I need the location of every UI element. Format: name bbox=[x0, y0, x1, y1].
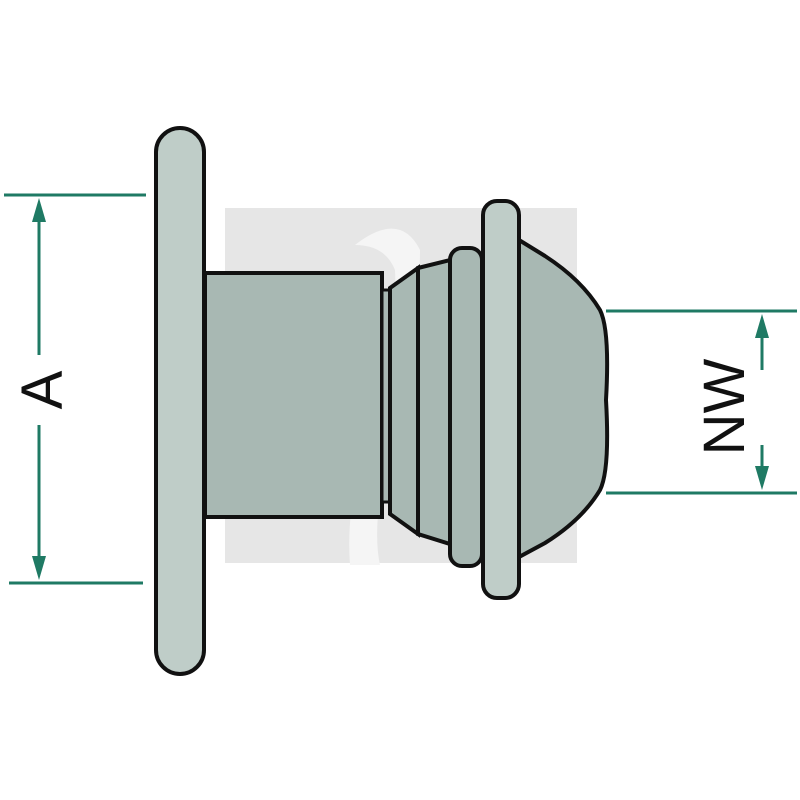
dimension-a-arrow-up bbox=[32, 198, 46, 222]
boot-ring-2 bbox=[416, 257, 452, 547]
dimension-a-label: A bbox=[10, 370, 75, 409]
dimension-nw-arrow-down bbox=[755, 466, 769, 490]
boot-ring-3 bbox=[448, 246, 484, 568]
dimension-nw-label: NW bbox=[692, 358, 757, 455]
dimension-nw: NW bbox=[606, 309, 797, 495]
cylinder-body bbox=[203, 271, 384, 519]
rubber-boot bbox=[388, 199, 610, 600]
dimension-a-arrow-down bbox=[32, 556, 46, 580]
boot-ring-1 bbox=[388, 264, 420, 538]
dimension-nw-arrow-up bbox=[755, 314, 769, 338]
flange-plate bbox=[154, 126, 206, 676]
dimension-a: A bbox=[4, 193, 146, 585]
boot-nose bbox=[517, 236, 610, 561]
boot-flange-ring bbox=[481, 199, 521, 600]
